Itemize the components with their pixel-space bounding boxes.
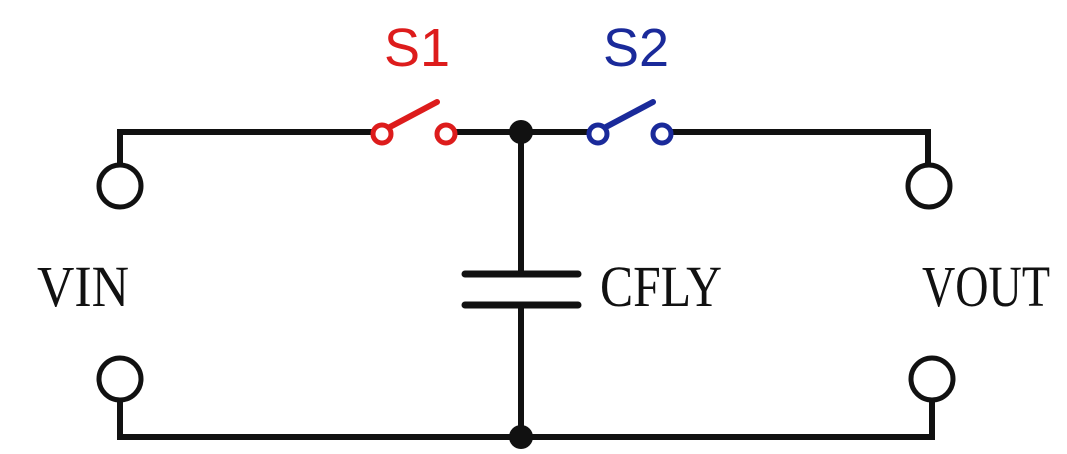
s1-label: S1 xyxy=(384,18,450,78)
junction-nodes xyxy=(509,120,533,449)
vout-bottom-terminal xyxy=(908,355,956,403)
s2-label: S2 xyxy=(603,18,669,78)
vin-bottom-terminal xyxy=(96,355,144,403)
s1-blade xyxy=(385,99,440,131)
vin-label: VIN xyxy=(37,254,129,319)
vout-label: VOUT xyxy=(922,254,1050,319)
vout-top-terminal xyxy=(905,162,953,210)
s2-left-contact xyxy=(586,122,610,146)
s1-left-contact xyxy=(370,122,394,146)
vin-bottom-wire xyxy=(117,399,524,440)
vin-top-wire xyxy=(117,129,378,166)
s1-right-contact xyxy=(434,122,458,146)
labels: S1 S2 CFLY VIN VOUT xyxy=(37,18,1050,319)
terminals xyxy=(96,162,956,403)
s2-blade xyxy=(601,99,656,131)
top-junction-node xyxy=(509,120,533,144)
bottom-junction-node xyxy=(509,425,533,449)
cfly-label: CFLY xyxy=(600,254,722,319)
switch-s1 xyxy=(370,99,458,146)
switch-s2 xyxy=(586,99,674,146)
capacitor-cfly xyxy=(461,270,582,309)
s2-right-contact xyxy=(650,122,674,146)
vout-bottom-wire xyxy=(518,399,935,440)
s2-to-vout-wire xyxy=(665,129,931,166)
wires xyxy=(117,129,935,440)
vin-top-terminal xyxy=(96,162,144,210)
